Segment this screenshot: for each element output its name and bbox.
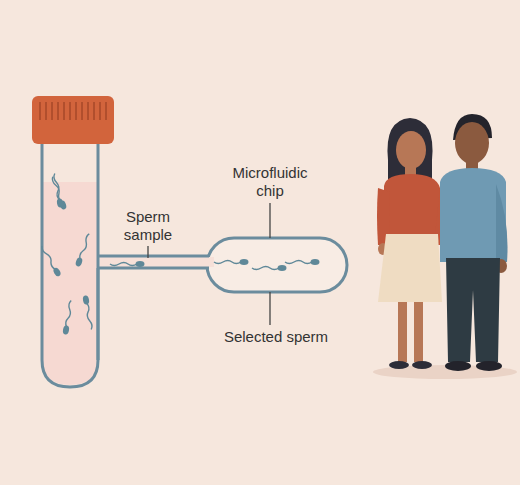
sperm-head (311, 259, 320, 265)
sperm-tail (51, 176, 63, 202)
cap-ribs (40, 102, 106, 120)
cap-rib (93, 102, 95, 120)
sperm-tail (79, 233, 91, 259)
cap-rib (45, 102, 47, 120)
sperm-cell (252, 265, 287, 271)
cap-rib (105, 102, 107, 120)
tube-cap (32, 96, 114, 144)
cap-rib (81, 102, 83, 120)
test-tube-lower (97, 268, 100, 360)
woman-top (384, 174, 440, 236)
tube-liquid (43, 182, 97, 385)
sperm-cell (110, 261, 145, 267)
chip-inlet (200, 257, 214, 267)
sperm-head (278, 265, 287, 271)
part-label: Selected sperm (196, 328, 356, 346)
sperm-head (52, 267, 62, 278)
microfluidic-chip (207, 238, 347, 292)
woman-face (396, 131, 426, 169)
couple (373, 114, 517, 379)
man-arm (496, 184, 508, 262)
sperm-cell (75, 233, 92, 267)
cap-rib (57, 102, 59, 120)
sperm-cell (39, 245, 61, 278)
man-trousers (446, 258, 500, 362)
sperm-head (62, 325, 69, 335)
woman-shoe (412, 361, 432, 369)
woman-leg (398, 302, 407, 362)
cap-rib (69, 102, 71, 120)
sperm-tail (252, 267, 279, 270)
leader-line (269, 203, 270, 238)
sperm-head (82, 295, 89, 305)
sperm-tail (110, 263, 137, 266)
test-tube (42, 143, 98, 387)
sperm-tail (85, 303, 93, 330)
cap-rib (75, 102, 77, 120)
cap-rib (51, 102, 53, 120)
cap-rib (87, 102, 89, 120)
sperm-tail (65, 300, 73, 327)
sperm-head (75, 257, 84, 268)
man-face (455, 122, 489, 164)
man-shoe (476, 361, 502, 371)
sperm-cell (285, 259, 320, 265)
sperm-cell (50, 176, 67, 210)
sperm-head (136, 261, 145, 267)
sperm-tail (53, 173, 61, 200)
part-label: Microfluidic chip (225, 164, 315, 200)
cap-rib (63, 102, 65, 120)
man-shoe (445, 361, 471, 371)
sperm-head (240, 259, 249, 265)
leader-line (269, 292, 270, 325)
sperm-tail (41, 245, 57, 270)
sperm-cell (52, 173, 64, 208)
cap-rib (39, 102, 41, 120)
woman-shoe (389, 361, 409, 369)
sperm-cell (82, 295, 94, 330)
channel-fill (98, 256, 210, 268)
part-label: Sperm sample (117, 208, 179, 244)
cap-rib (99, 102, 101, 120)
leader-line (147, 246, 148, 258)
sperm-tail (214, 261, 241, 264)
woman-leg (414, 302, 423, 362)
sperm-cell (214, 259, 249, 265)
sperm-cell (62, 300, 74, 335)
channel-walls (98, 256, 209, 268)
woman-skirt (378, 234, 442, 302)
sperm-tail (285, 261, 312, 264)
sperm-head (56, 198, 63, 208)
